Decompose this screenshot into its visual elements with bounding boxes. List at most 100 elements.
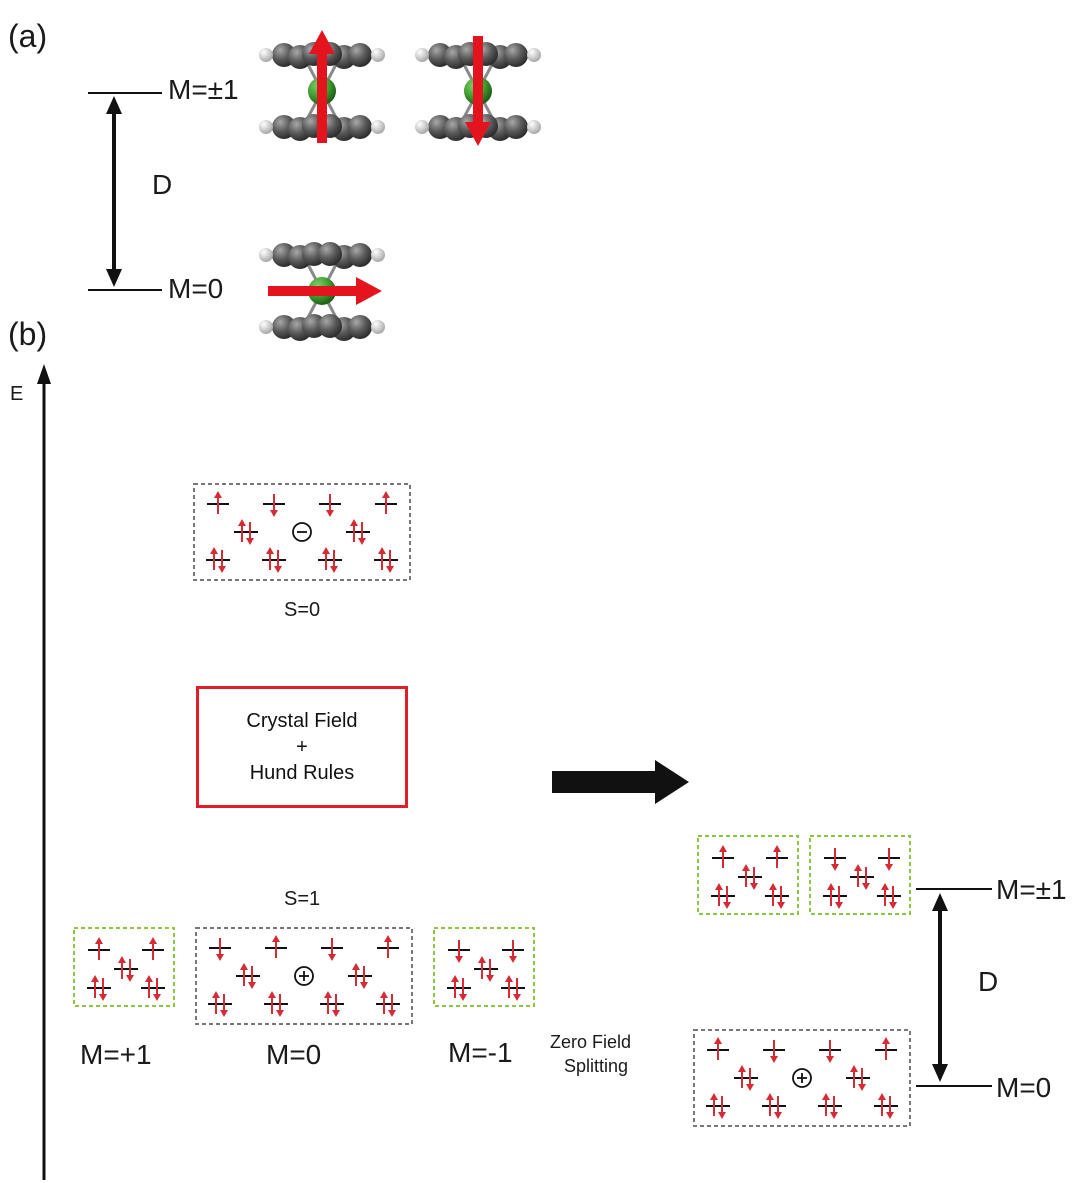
- b-gap-arrow: [932, 893, 948, 1082]
- config-m-0-bot-2-spin-down-head: [276, 1010, 284, 1017]
- config-split-m-0-mid-2-spin-down-head: [858, 1084, 866, 1091]
- config-m-0-top-3-spin-down-head: [328, 954, 336, 961]
- config-split-m-plus-1-orb-5-spin-up-head: [769, 883, 777, 890]
- config-m-0-mid-1-spin-down: [248, 966, 256, 989]
- config-s0-mid-1-spin-up: [238, 519, 246, 542]
- config-m-plus-1-orb-5-spin-down-head: [153, 994, 161, 1001]
- zfs-label-line2: Splitting: [564, 1056, 629, 1076]
- config-m-minus-1: [433, 927, 535, 1007]
- energy-axis: [37, 364, 51, 1180]
- config-split-m-0-top-1: [707, 1037, 729, 1060]
- config-s0-bot-1: [206, 547, 230, 573]
- config-s0-top-2-spin-down: [270, 494, 278, 517]
- config-m-0-mid-2-spin-down: [360, 966, 368, 989]
- config-m-minus-1-orb-2-spin-down: [509, 940, 517, 963]
- config-split-m-plus-1-orb-4-spin-down-head: [723, 902, 731, 909]
- config-m-0-top-2-spin-up-head: [272, 935, 280, 942]
- moment-up-arrow-head: [309, 30, 335, 54]
- config-s0-top-3-spin-down: [326, 494, 334, 517]
- config-split-m-plus-1-orb-3-spin-up: [742, 864, 750, 887]
- config-m-0-bot-3-spin-down: [332, 994, 340, 1017]
- config-s0-bot-3-spin-down: [330, 550, 338, 573]
- config-split-m-minus-1-orb-3: [850, 864, 874, 890]
- config-m-minus-1-orb-4: [447, 975, 471, 1001]
- config-m-0-top-4: [377, 935, 399, 958]
- config-m-minus-1-orb-5-spin-up: [505, 975, 513, 998]
- config-m-minus-1-orb-4-spin-down-head: [459, 994, 467, 1001]
- config-split-m-minus-1-orb-1: [824, 848, 846, 871]
- config-split-m-plus-1-orb-5-spin-down: [777, 886, 785, 909]
- hund-rules-line: Hund Rules: [249, 762, 355, 784]
- config-s0-bot-3-spin-down-head: [330, 566, 338, 573]
- config-s0-top-2-spin-down-head: [270, 510, 278, 517]
- config-split-m-0-mid-2: [846, 1065, 870, 1091]
- config-split-m-0-top-4: [875, 1037, 897, 1060]
- config-m-minus-1-orb-1-spin-down-head: [455, 956, 463, 963]
- config-s0-bot-2-spin-up: [266, 547, 274, 570]
- state-m-minus-1-label: M=-1: [448, 1037, 513, 1068]
- panel-a-level-bottom-label: M=0: [168, 273, 224, 304]
- config-split-m-plus-1-orb-2-spin-up-head: [773, 845, 781, 852]
- config-split-m-0-top-4-spin-up-head: [882, 1037, 890, 1044]
- config-split-m-plus-1-orb-1: [712, 845, 734, 868]
- config-split-m-0-bot-4-spin-down: [886, 1096, 894, 1119]
- molecule-m-0-lower-ring-hydrogen-right: [371, 320, 385, 334]
- config-split-m-minus-1: [809, 835, 911, 915]
- config-split-m-0-mid-2-spin-up-head: [850, 1065, 858, 1072]
- config-m-minus-1-orb-5-spin-down: [513, 978, 521, 1001]
- molecule-m-0-lower-ring-carbon-4: [348, 315, 372, 339]
- config-s0-bot-1-spin-up-head: [210, 547, 218, 554]
- config-split-m-minus-1-orb-5-spin-down-head: [889, 902, 897, 909]
- config-split-m-plus-1-orb-2: [766, 845, 788, 868]
- config-m-0-bot-1-spin-up-head: [212, 991, 220, 998]
- molecule-m-0-upper-ring-hydrogen-left: [259, 248, 273, 262]
- config-split-m-plus-1-orb-5-spin-down-head: [777, 902, 785, 909]
- moment-side-arrow: [268, 277, 382, 305]
- config-m-0-mid-1-spin-down-head: [248, 982, 256, 989]
- molecule-m-plus-1-lower-ring-hydrogen-right: [371, 120, 385, 134]
- config-m-minus-1-frame: [433, 927, 535, 1007]
- molecule-m-minus-1-upper-ring-hydrogen-left: [415, 48, 429, 62]
- config-split-m-minus-1-orb-1-spin-down-head: [831, 864, 839, 871]
- split-level-bottom-label: M=0: [996, 1072, 1052, 1103]
- config-m-minus-1-orb-3-spin-down-head: [486, 975, 494, 982]
- config-m-minus-1-orb-5-spin-up-head: [505, 975, 513, 982]
- b-gap-arrow-head-top: [932, 893, 948, 911]
- split-gap-label: D: [978, 966, 999, 997]
- config-s0-top-3-spin-down-head: [326, 510, 334, 517]
- moment-side-arrow-head: [356, 277, 382, 305]
- config-m-plus-1-frame: [73, 927, 175, 1007]
- config-split-m-plus-1-orb-3: [738, 864, 762, 890]
- config-m-0-bot-1-spin-down-head: [220, 1010, 228, 1017]
- config-s0-bot-4-spin-up-head: [378, 547, 386, 554]
- config-s0-mid-2: [346, 519, 370, 545]
- config-split-m-plus-1-orb-1-spin-up: [719, 845, 727, 868]
- config-s0-bot-1-spin-down: [218, 550, 226, 573]
- b-gap-arrow-head-bottom: [932, 1064, 948, 1082]
- molecule-m-0-lower-ring-carbon-6: [318, 314, 342, 338]
- config-split-m-plus-1-orb-5-spin-up: [769, 883, 777, 906]
- config-m-minus-1-orb-1: [448, 940, 470, 963]
- config-m-plus-1-orb-5-spin-up-head: [145, 975, 153, 982]
- config-m-0-bot-1: [208, 991, 232, 1017]
- config-m-0-bot-4-spin-up: [380, 991, 388, 1014]
- config-split-m-0-mid-2-spin-up: [850, 1065, 858, 1088]
- panel-b-label: (b): [8, 316, 48, 352]
- panel-a-label: (a): [8, 18, 48, 54]
- config-m-0-mid-1-spin-up-head: [240, 963, 248, 970]
- config-split-m-plus-1-orb-4-spin-up: [715, 883, 723, 906]
- config-m-plus-1-orb-5-spin-up: [145, 975, 153, 998]
- config-split-m-0-mid-1-spin-down-head: [746, 1084, 754, 1091]
- config-s0-bot-1-spin-down-head: [218, 566, 226, 573]
- config-s0-top-2: [263, 494, 285, 517]
- config-split-m-plus-1-orb-3-spin-down: [750, 867, 758, 890]
- config-split-m-0-top-4-spin-up: [882, 1037, 890, 1060]
- config-s0-mid-2-spin-down: [358, 522, 366, 545]
- config-m-0-top-3-spin-down: [328, 938, 336, 961]
- molecule-m-plus-1-lower-ring-carbon-4: [348, 115, 372, 139]
- config-m-minus-1-orb-3-spin-up: [478, 956, 486, 979]
- config-split-m-0-mid-1-spin-down: [746, 1068, 754, 1091]
- config-m-minus-1-orb-5-spin-down-head: [513, 994, 521, 1001]
- a-gap-arrow-head-top: [106, 96, 122, 114]
